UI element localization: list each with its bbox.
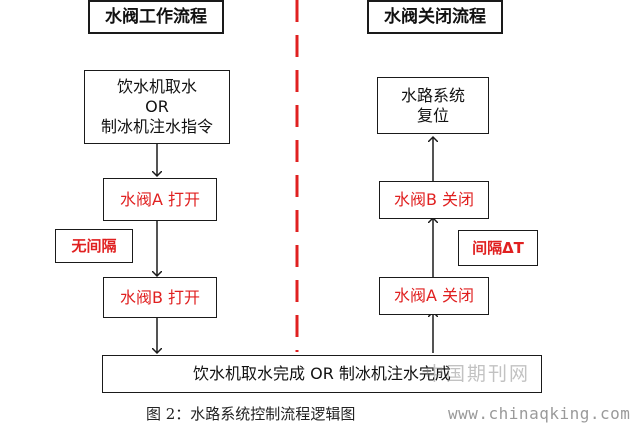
delta-t-gap-tag: 间隔ΔT	[458, 230, 538, 266]
start-line-3: 制冰机注水指令	[100, 117, 213, 136]
start-line-2: OR	[145, 97, 169, 116]
no-gap-tag: 无间隔	[55, 229, 133, 263]
system-reset-box: 水路系统 复位	[377, 77, 489, 134]
valve-a-close-box: 水阀A 关闭	[379, 277, 489, 315]
completion-box: 饮水机取水完成 OR 制冰机注水完成	[102, 355, 542, 393]
left-header: 水阀工作流程	[88, 0, 224, 34]
valve-a-open-box: 水阀A 打开	[103, 178, 217, 221]
valve-b-close-box: 水阀B 关闭	[379, 181, 489, 219]
start-command-box: 饮水机取水 OR 制冰机注水指令	[84, 70, 230, 144]
right-header: 水阀关闭流程	[367, 0, 503, 34]
caption-text: 图 2：水路系统控制流程逻辑图	[146, 405, 356, 423]
valve-b-open-box: 水阀B 打开	[103, 277, 217, 318]
reset-line-2: 复位	[416, 105, 449, 125]
reset-line-1: 水路系统	[400, 85, 465, 105]
watermark-cn: 中国期刊网	[425, 363, 531, 385]
start-line-1: 饮水机取水	[116, 77, 197, 96]
watermark-url: www.chinaqking.com	[448, 404, 631, 423]
